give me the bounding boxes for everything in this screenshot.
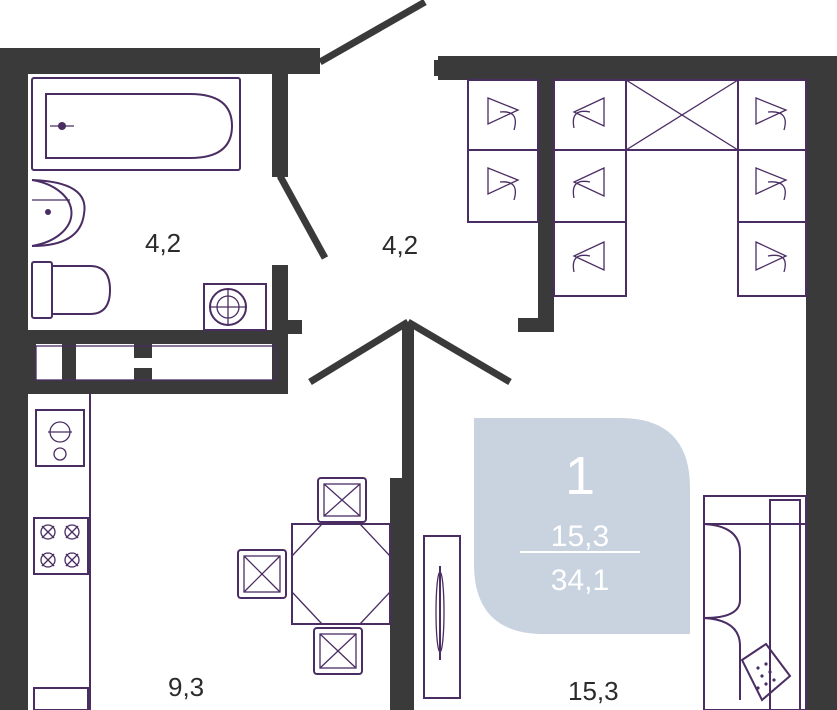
sofa [703, 495, 807, 710]
wall-bath-bottom [0, 330, 288, 344]
wall-pier-3b [134, 368, 152, 384]
bathroom-area-label: 4,2 [145, 228, 181, 258]
wall-top-right [438, 56, 823, 80]
wall-partition [390, 478, 414, 710]
entrance-door [318, 0, 427, 66]
wall-pier-2 [62, 344, 76, 384]
toilet [31, 261, 112, 319]
badge-background [474, 418, 690, 634]
living-area-label: 15,3 [568, 676, 619, 706]
badge-living-area: 15,3 [551, 520, 609, 553]
bath-shelf [35, 345, 277, 381]
chair-bottom [313, 627, 363, 675]
doors [276, 0, 512, 386]
chair-top [317, 477, 367, 523]
wall-top-right-cap [434, 60, 444, 76]
bathtub [31, 77, 241, 171]
living-door [406, 318, 512, 386]
wall-bath-corner [272, 330, 288, 394]
kitchen-area-label: 9,3 [168, 672, 204, 702]
cushion [740, 642, 792, 702]
wall-pier-3a [134, 344, 152, 358]
stove [33, 517, 89, 575]
kitchen-sink [35, 409, 85, 467]
wall-partition-thin [402, 325, 414, 490]
sink [31, 179, 86, 247]
wall-top-left [0, 48, 320, 74]
wall-wardrobe-stub [518, 318, 554, 332]
wall-wardrobe [538, 70, 554, 332]
bathroom-fixtures [31, 77, 277, 381]
wall-right [806, 56, 837, 710]
wall-bath-right [272, 62, 288, 177]
walls [0, 48, 837, 710]
wardrobe [467, 79, 807, 297]
kitchen-counter [33, 394, 91, 710]
kitchen-door [308, 319, 410, 385]
chair-left [237, 549, 287, 599]
hall-area-label: 4,2 [382, 230, 418, 260]
area-badge: 1 15,3 34,1 [474, 418, 690, 634]
dining-table [237, 477, 391, 675]
wardrobe-right [737, 79, 807, 297]
tv-stand [423, 535, 461, 699]
bathroom-door [276, 174, 329, 260]
wardrobe-middle [553, 79, 627, 297]
badge-rooms-count: 1 [565, 446, 595, 506]
badge-total-area: 34,1 [551, 564, 609, 597]
fridge [33, 687, 89, 710]
wall-pier-1 [20, 344, 36, 384]
washing-machine [203, 283, 267, 331]
